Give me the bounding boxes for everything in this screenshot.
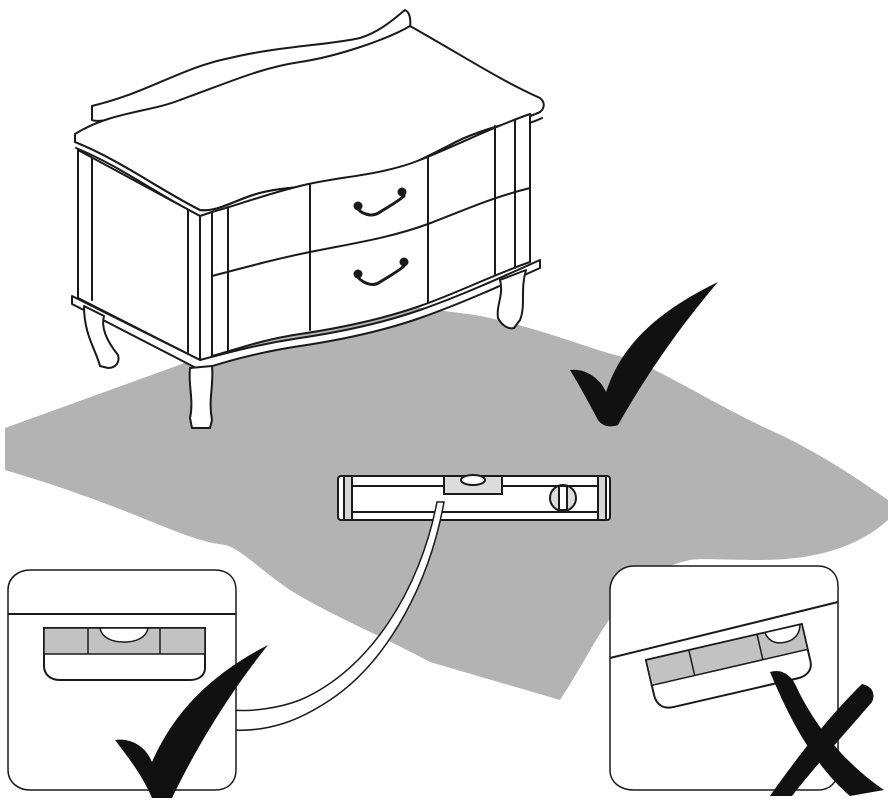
detail-tilted-level-bubble: [763, 623, 801, 644]
detail-tilted-level-vial: [645, 623, 809, 687]
drawer-handle-bottom: [353, 257, 409, 286]
dresser-leg-left: [83, 305, 120, 369]
detail-check-mark-icon: [115, 645, 268, 798]
drawer-handle-top: [353, 187, 407, 217]
check-mark-icon: [570, 282, 718, 427]
dresser-front: [211, 113, 531, 357]
detail-tilted-vial-mark-right: [756, 634, 764, 660]
detail-panel-tilted: [609, 565, 839, 791]
dresser-icon: [71, 9, 545, 429]
detail-tilted-surface-line: [609, 601, 839, 659]
dresser-plinth: [71, 259, 541, 371]
dresser-front-post: [199, 211, 213, 365]
detail-tilted-vial-mark-left: [688, 649, 696, 676]
dresser-leg-right: [496, 269, 527, 330]
level-end-cap-left: [343, 475, 353, 521]
spirit-level-icon: [337, 474, 611, 521]
level-bubble: [460, 474, 486, 486]
cross-mark-icon: [770, 670, 884, 796]
detail-tilted-level: [644, 622, 812, 709]
dresser-leg-front: [188, 365, 214, 429]
detail-level-bubble: [99, 627, 149, 643]
detail-panel-level: [7, 569, 237, 791]
drawer-split-line: [211, 187, 531, 277]
level-vertical-bubble: [558, 485, 568, 511]
level-end-cap-right: [597, 475, 607, 521]
